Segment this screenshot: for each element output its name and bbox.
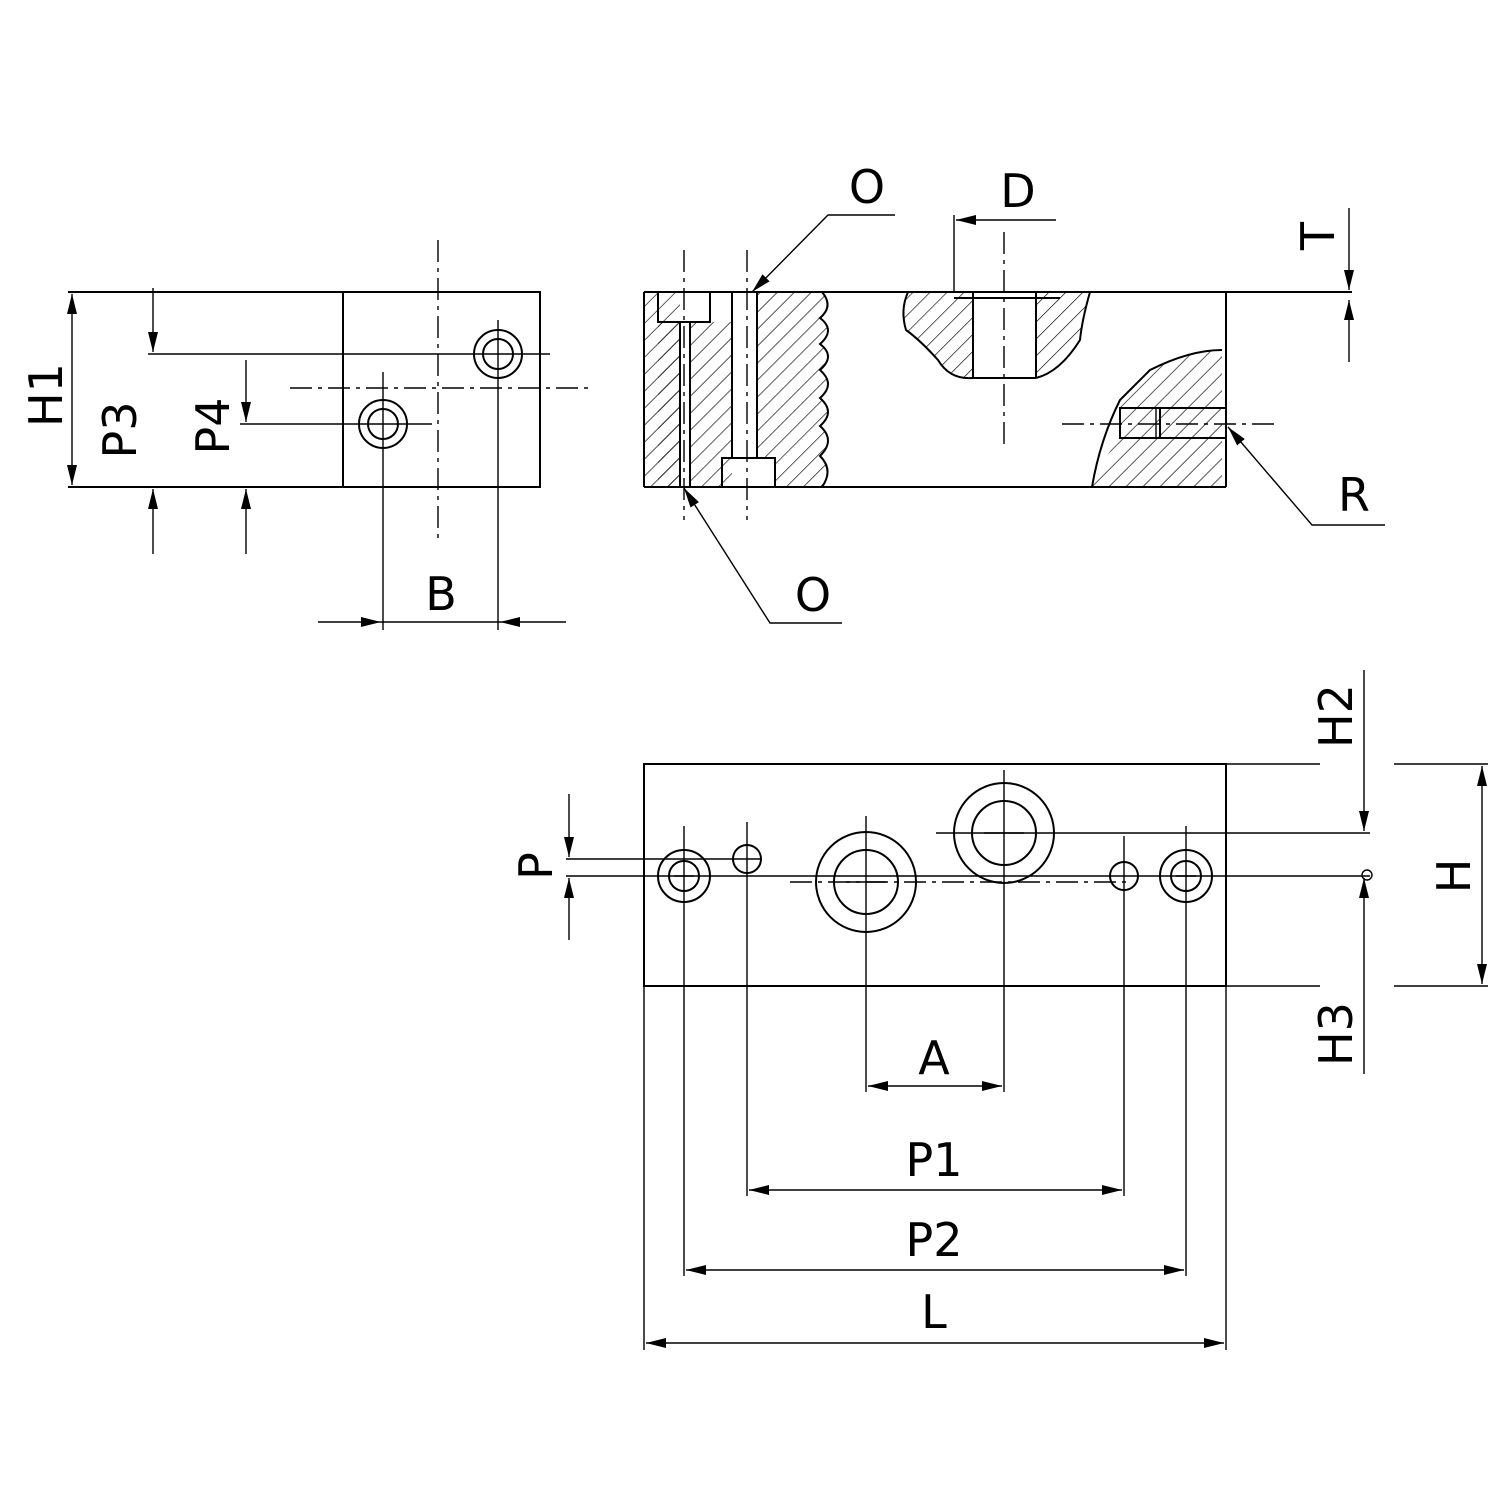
p4-label: P4	[186, 397, 240, 454]
top-view: P H2 H H3 A P1 P2 L	[509, 670, 1488, 1350]
h1-label: H1	[19, 363, 73, 427]
p1-label: P1	[905, 1133, 962, 1187]
h-label: H	[1427, 859, 1481, 894]
p3-label: P3	[93, 401, 147, 458]
section-view: O D T R O	[643, 160, 1385, 624]
h2-label: H2	[1309, 684, 1363, 748]
h3-label: H3	[1309, 1002, 1363, 1066]
end-view: H1 P3 P4 B	[19, 240, 592, 630]
o-label-top: O	[849, 160, 885, 214]
t-label: T	[1291, 221, 1345, 251]
b-label: B	[425, 567, 457, 621]
r-label: R	[1338, 468, 1370, 522]
end-view-body	[342, 291, 541, 488]
a-label: A	[918, 1031, 950, 1085]
p2-label: P2	[905, 1213, 962, 1267]
hatched-section	[757, 292, 828, 487]
top-view-body	[643, 763, 1227, 987]
p-label: P	[509, 852, 563, 880]
o-label-bottom: O	[795, 568, 831, 622]
l-label: L	[921, 1285, 947, 1339]
d-label: D	[1000, 164, 1035, 218]
